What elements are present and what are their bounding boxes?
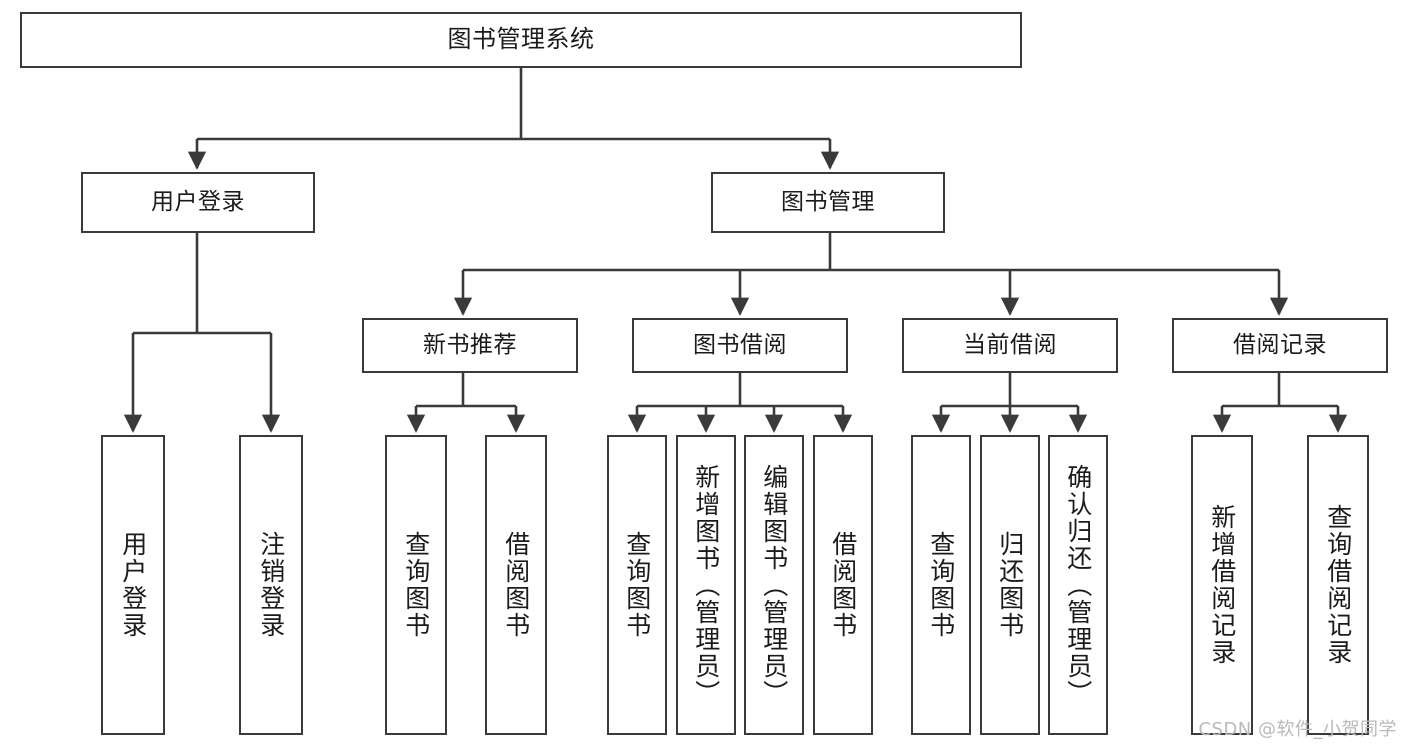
node-label: 用户登录 (118, 531, 148, 639)
node-label: 新增图书（管理员） (691, 463, 721, 707)
node-root-library-system[interactable]: 图书管理系统 (20, 12, 1022, 68)
leaf-record-query-borrow-record[interactable]: 查询借阅记录 (1307, 435, 1369, 735)
node-label: 图书管理 (781, 189, 875, 216)
node-label: 注销登录 (256, 531, 286, 639)
leaf-borrow-edit-book-admin[interactable]: 编辑图书（管理员） (744, 435, 804, 735)
leaf-user-login-signin[interactable]: 用户登录 (101, 435, 165, 735)
node-label: 图书借阅 (693, 332, 787, 359)
node-label: 借阅记录 (1233, 332, 1327, 359)
node-book-management[interactable]: 图书管理 (711, 172, 945, 233)
node-label: 查询图书 (401, 531, 431, 639)
leaf-borrow-add-book-admin[interactable]: 新增图书（管理员） (676, 435, 736, 735)
node-label: 查询借阅记录 (1323, 504, 1353, 666)
node-label: 查询图书 (622, 531, 652, 639)
leaf-current-confirm-return-admin[interactable]: 确认归还（管理员） (1048, 435, 1108, 735)
node-new-book-recommend[interactable]: 新书推荐 (362, 318, 578, 373)
leaf-user-login-signout[interactable]: 注销登录 (239, 435, 303, 735)
leaf-recommend-borrow-book[interactable]: 借阅图书 (485, 435, 547, 735)
node-current-borrow[interactable]: 当前借阅 (902, 318, 1118, 373)
node-label: 当前借阅 (963, 332, 1057, 359)
csdn-watermark: CSDN @软件_小贺同学 (1198, 719, 1397, 740)
node-label: 新书推荐 (423, 332, 517, 359)
leaf-current-return-book[interactable]: 归还图书 (980, 435, 1040, 735)
leaf-record-add-borrow-record[interactable]: 新增借阅记录 (1191, 435, 1253, 735)
node-label: 查询图书 (926, 531, 956, 639)
node-label: 确认归还（管理员） (1063, 463, 1093, 707)
leaf-borrow-query-book[interactable]: 查询图书 (607, 435, 667, 735)
leaf-borrow-borrow-book[interactable]: 借阅图书 (813, 435, 873, 735)
node-label: 借阅图书 (828, 531, 858, 639)
node-user-login[interactable]: 用户登录 (81, 172, 315, 233)
node-borrow-record[interactable]: 借阅记录 (1172, 318, 1388, 373)
node-label: 编辑图书（管理员） (759, 463, 789, 707)
node-label: 归还图书 (995, 531, 1025, 639)
node-label: 用户登录 (151, 189, 245, 216)
leaf-recommend-query-book[interactable]: 查询图书 (385, 435, 447, 735)
node-label: 新增借阅记录 (1207, 504, 1237, 666)
leaf-current-query-book[interactable]: 查询图书 (911, 435, 971, 735)
node-label: 图书管理系统 (447, 25, 595, 54)
node-book-borrow[interactable]: 图书借阅 (632, 318, 848, 373)
node-label: 借阅图书 (501, 531, 531, 639)
